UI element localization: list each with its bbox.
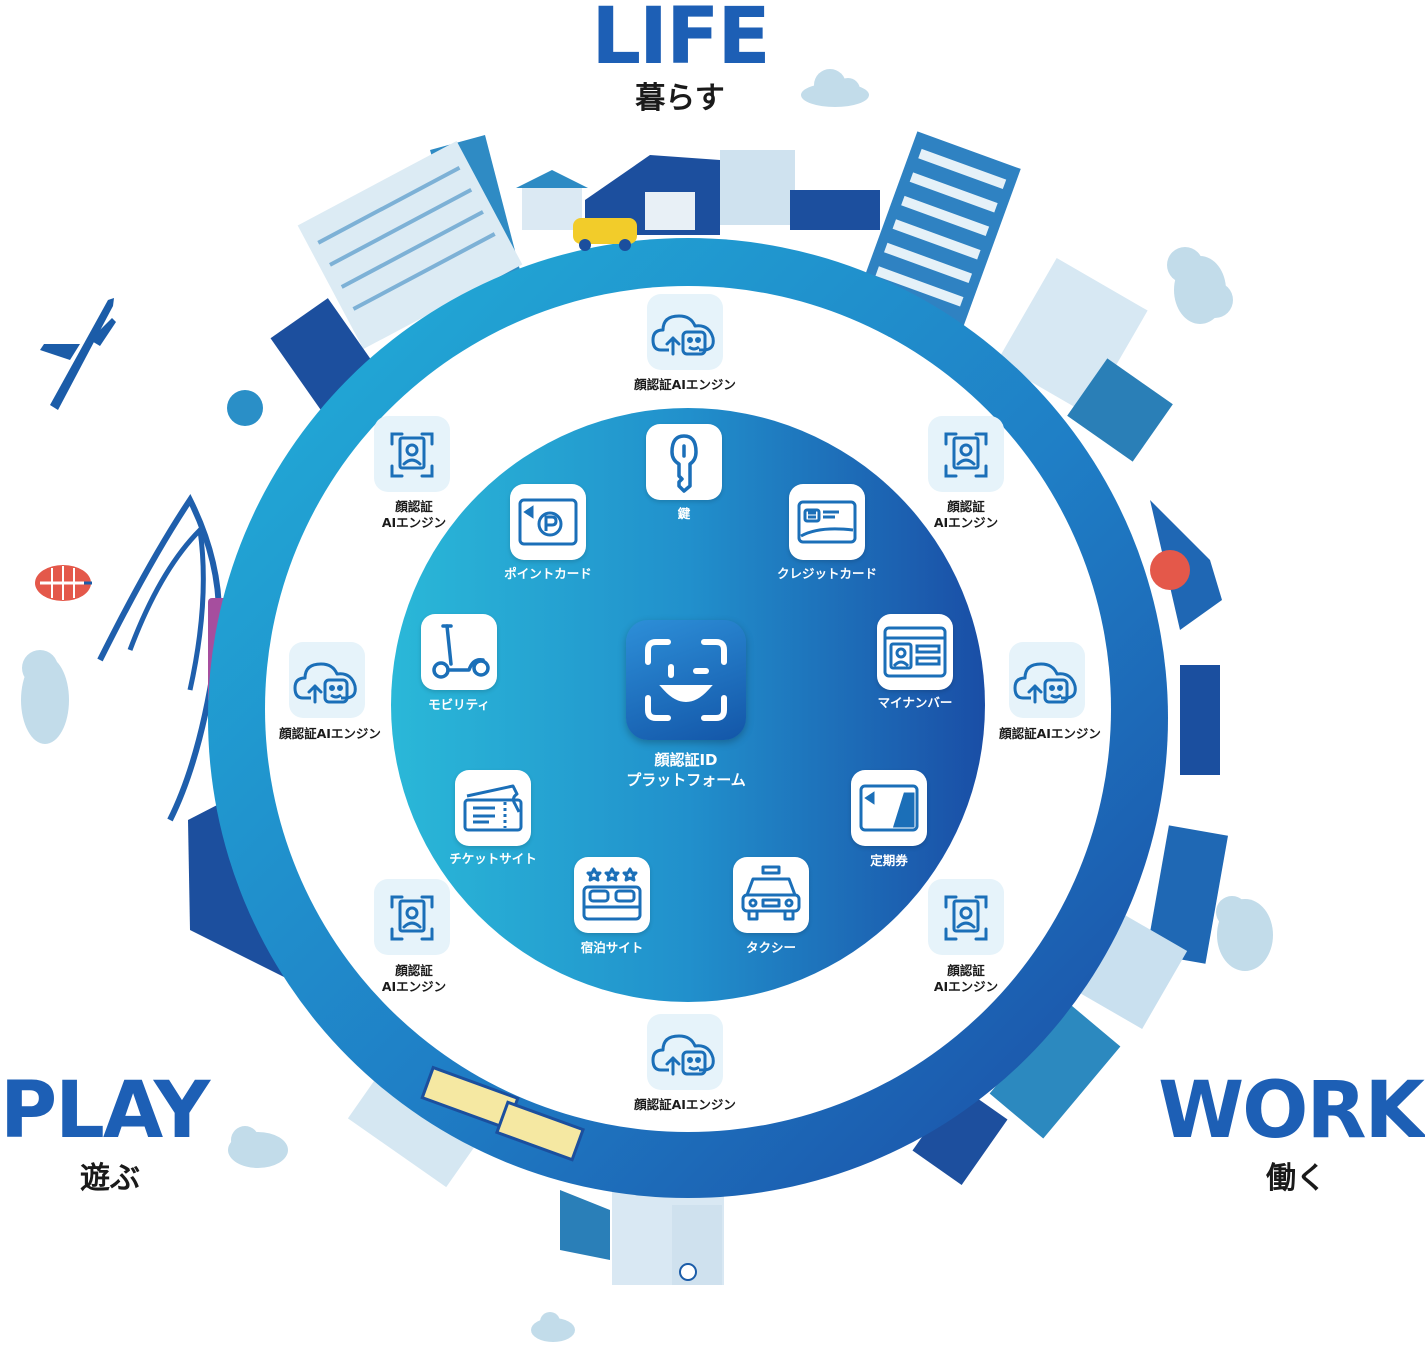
service-my-number-label: マイナンバー bbox=[877, 695, 953, 710]
ai-engine-lower-right-tile bbox=[928, 879, 1004, 955]
service-point-card-label: ポイントカード bbox=[504, 566, 592, 581]
service-lodging-tile bbox=[574, 857, 650, 933]
work-heading: WORK bbox=[1158, 1066, 1425, 1156]
ai-engine-lower-left-label: 顔認証 AIエンジン bbox=[381, 963, 447, 994]
cloud-icon bbox=[1216, 896, 1273, 971]
service-key-tile bbox=[646, 424, 722, 500]
train-decoration bbox=[420, 1065, 585, 1162]
service-mobility-label: モビリティ bbox=[428, 697, 490, 712]
hot-air-balloon-icon bbox=[35, 565, 92, 601]
platform-label: 顔認証ID プラットフォーム bbox=[586, 750, 786, 791]
face-id-platform-tile bbox=[626, 620, 746, 740]
service-mobility-tile bbox=[421, 614, 497, 690]
face-scan-icon bbox=[944, 895, 988, 941]
service-credit-card-label: クレジットカード bbox=[776, 566, 877, 581]
service-commuter-pass-label: 定期券 bbox=[870, 853, 908, 868]
scooter-icon bbox=[432, 624, 490, 679]
pass-card-icon bbox=[859, 784, 919, 832]
ai-engine-upper-right-tile bbox=[928, 416, 1004, 492]
cloud-icon bbox=[1167, 247, 1233, 324]
hotel-bed-icon bbox=[582, 867, 642, 921]
cloud-face-icon bbox=[651, 1034, 715, 1076]
ai-engine-lower-right-label: 顔認証 AIエンジン bbox=[933, 963, 999, 994]
play-heading: PLAY bbox=[0, 1066, 210, 1156]
cloud-icon bbox=[21, 650, 69, 744]
airplane-icon bbox=[40, 298, 116, 410]
taxi-car-decoration bbox=[573, 218, 637, 251]
face-scan-icon bbox=[390, 895, 434, 941]
ai-engine-lower-left-tile bbox=[374, 879, 450, 955]
cloud-decorations bbox=[21, 69, 1273, 1342]
work-subheading: 働く bbox=[1266, 1161, 1326, 1196]
service-key-label: 鍵 bbox=[677, 506, 691, 521]
ai-engine-bottom-label: 顔認証AIエンジン bbox=[634, 1097, 736, 1112]
life-subheading: 暮らす bbox=[635, 81, 725, 116]
service-commuter-pass-tile bbox=[851, 770, 927, 846]
face-id-icon bbox=[645, 639, 727, 721]
face-scan-icon bbox=[390, 432, 434, 478]
cloud-face-icon bbox=[293, 662, 357, 704]
city-buildings bbox=[97, 131, 1228, 1285]
platform-label-line1: 顔認証ID bbox=[654, 751, 718, 769]
service-ticket-label: チケットサイト bbox=[449, 851, 537, 866]
ticket-icon bbox=[463, 784, 523, 832]
taxi-icon bbox=[741, 865, 801, 921]
ai-engine-left-tile bbox=[289, 642, 365, 718]
cloud-icon bbox=[531, 1312, 575, 1342]
ai-engine-right-tile bbox=[1009, 642, 1085, 718]
service-point-card-tile bbox=[510, 484, 586, 560]
ai-engine-left-label: 顔認証AIエンジン bbox=[279, 726, 381, 741]
ai-engine-upper-left-label: 顔認証 AIエンジン bbox=[381, 499, 447, 530]
face-scan-icon bbox=[944, 432, 988, 478]
id-card-icon bbox=[883, 626, 947, 678]
cloud-face-icon bbox=[651, 314, 715, 356]
key-icon bbox=[670, 434, 698, 493]
life-heading: LIFE bbox=[591, 0, 770, 82]
ai-engine-top-tile bbox=[647, 294, 723, 370]
cloud-icon bbox=[801, 69, 869, 107]
ai-engine-bottom-tile bbox=[647, 1014, 723, 1090]
cloud-face-icon bbox=[1013, 662, 1077, 704]
play-subheading: 遊ぶ bbox=[80, 1161, 140, 1196]
ai-engine-right-label: 顔認証AIエンジン bbox=[999, 726, 1101, 741]
ai-engine-upper-left-tile bbox=[374, 416, 450, 492]
service-lodging-label: 宿泊サイト bbox=[580, 940, 644, 955]
service-taxi-label: タクシー bbox=[745, 940, 796, 955]
point-card-icon bbox=[518, 498, 578, 546]
cloud-icon bbox=[228, 1126, 288, 1168]
platform-label-line2: プラットフォーム bbox=[626, 771, 746, 790]
service-taxi-tile bbox=[733, 857, 809, 933]
ai-engine-upper-right-label: 顔認証 AIエンジン bbox=[933, 499, 999, 530]
service-credit-card-tile bbox=[789, 484, 865, 560]
service-ticket-tile bbox=[455, 770, 531, 846]
credit-card-icon bbox=[797, 500, 857, 544]
ai-engine-top-label: 顔認証AIエンジン bbox=[634, 377, 736, 392]
service-my-number-tile bbox=[877, 614, 953, 690]
